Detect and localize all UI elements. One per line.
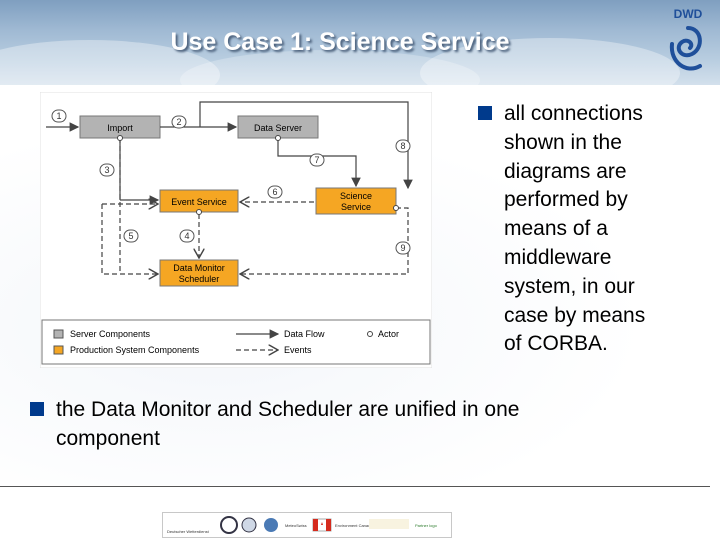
event-service-node: Event Service — [159, 189, 239, 213]
legend-events-label: Events — [284, 345, 312, 355]
diagram-legend: Server Components Production System Comp… — [41, 319, 431, 365]
dwd-logo: DWD — [669, 7, 703, 71]
step-5: 5 — [123, 229, 139, 243]
event-edges — [101, 138, 409, 275]
actor-dot — [196, 209, 202, 215]
svg-text:5: 5 — [128, 231, 133, 241]
actor-dot — [393, 205, 399, 211]
legend-server-swatch — [53, 329, 64, 339]
event-service-label: Event Service — [171, 197, 227, 207]
svg-text:6: 6 — [272, 187, 277, 197]
svg-text:2: 2 — [176, 117, 181, 127]
svg-text:8: 8 — [400, 141, 405, 151]
bullet-item-1: all connections shown in the diagrams ar… — [478, 100, 645, 359]
legend-data-flow-label: Data Flow — [284, 329, 325, 339]
import-node: Import — [79, 115, 161, 139]
svg-text:3: 3 — [104, 165, 109, 175]
step-8: 8 — [395, 139, 411, 153]
step-4: 4 — [179, 229, 195, 243]
legend-actor-label: Actor — [378, 329, 399, 339]
dms-label-2: Scheduler — [179, 274, 220, 284]
env-canada-logo-text: Environment Canada — [335, 523, 373, 528]
partner-seal-icon — [220, 516, 238, 534]
step-2: 2 — [171, 115, 187, 129]
science-service-label-2: Service — [341, 202, 371, 212]
partner-globe-icon — [241, 517, 257, 533]
slide-title: Use Case 1: Science Service — [170, 28, 510, 56]
footer-divider — [0, 486, 710, 487]
actor-markers — [117, 135, 399, 215]
bullet-square-icon — [478, 106, 492, 120]
import-label: Import — [107, 123, 133, 133]
legend-production-swatch — [53, 345, 64, 355]
meteoswiss-logo-text: MeteoSwiss — [285, 523, 307, 528]
bullet-item-2: the Data Monitor and Scheduler are unifi… — [30, 396, 519, 454]
dms-label-1: Data Monitor — [173, 263, 225, 273]
partner-emblem-icon — [264, 518, 278, 532]
svg-text:4: 4 — [184, 231, 189, 241]
partner-green-logo-text: Partner logo — [415, 523, 438, 528]
bullet-text-2: the Data Monitor and Scheduler are unifi… — [56, 398, 520, 450]
step-9: 9 — [395, 241, 411, 255]
svg-text:1: 1 — [56, 111, 61, 121]
step-6: 6 — [267, 185, 283, 199]
logo-text: DWD — [674, 7, 703, 21]
data-server-label: Data Server — [254, 123, 302, 133]
step-numbers: 1 2 3 4 5 6 7 8 9 — [51, 109, 411, 255]
actor-dot — [275, 135, 281, 141]
step-1: 1 — [51, 109, 67, 123]
partner-banner-icon — [369, 519, 409, 529]
architecture-diagram: Import Data Server Event Service Science… — [40, 92, 432, 368]
legend-server-label: Server Components — [70, 329, 151, 339]
bullet-text-1: all connections shown in the diagrams ar… — [504, 102, 646, 356]
svg-text:9: 9 — [400, 243, 405, 253]
partner-logos-strip: Deutscher Wetterdienst MeteoSwiss Enviro… — [162, 512, 452, 538]
data-server-node: Data Server — [237, 115, 319, 139]
partner-logos: Deutscher Wetterdienst MeteoSwiss Enviro… — [167, 516, 438, 534]
bullet-square-icon — [30, 402, 44, 416]
slide-header: Use Case 1: Science Service DWD — [0, 0, 720, 85]
legend-production-label: Production System Components — [70, 345, 200, 355]
dwd-partner-logo-text: Deutscher Wetterdienst — [167, 529, 210, 534]
event-edge-5 — [119, 138, 158, 274]
event-edge-9 — [240, 207, 409, 274]
science-service-label-1: Science — [340, 191, 372, 201]
svg-text:7: 7 — [314, 155, 319, 165]
step-3: 3 — [99, 163, 115, 177]
legend-actor-dot — [367, 331, 373, 337]
science-service-node: Science Service — [315, 187, 397, 215]
step-7: 7 — [309, 153, 325, 167]
data-monitor-scheduler-node: Data Monitor Scheduler — [159, 259, 239, 287]
event-edge-extra — [101, 204, 120, 275]
actor-dot — [117, 135, 123, 141]
